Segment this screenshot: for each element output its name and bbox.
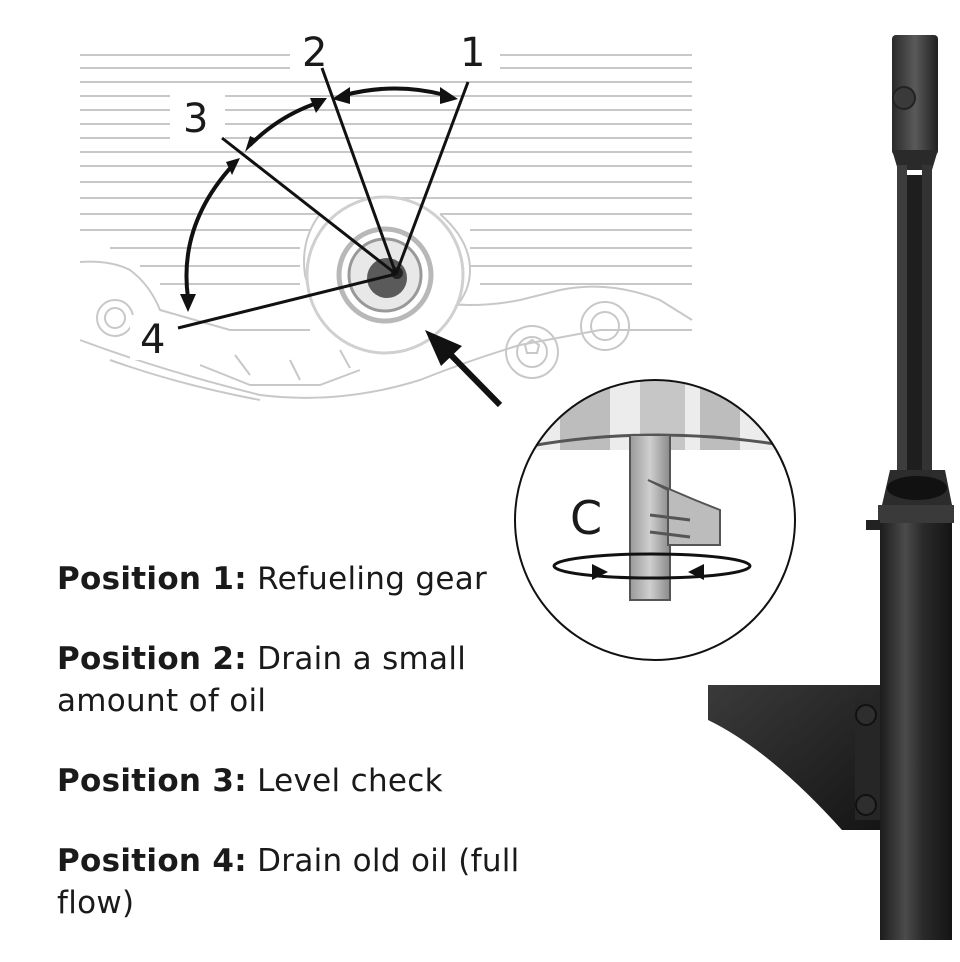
legend-position-3-text: Level check: [257, 763, 443, 799]
legend-position-3: Position 3: Level check: [57, 760, 577, 802]
legend-position-4: Position 4: Drain old oil (full flow): [57, 840, 577, 924]
legend-position-2-label: Position 2:: [57, 641, 247, 677]
marker-2: 2: [302, 30, 327, 76]
detail-label-c: C: [570, 491, 602, 545]
legend-position-1-label: Position 1:: [57, 561, 247, 597]
position-legend: Position 1: Refueling gear Position 2: D…: [57, 558, 577, 962]
position-3-line: [221, 136, 397, 276]
arc-arrowheads: [180, 87, 458, 312]
position-2-line: [320, 67, 398, 275]
legend-position-2: Position 2: Drain a small amount of oil: [57, 638, 577, 722]
legend-position-2-text: Drain a small amount of oil: [57, 641, 467, 719]
legend-position-4-text: Drain old oil (full flow): [57, 843, 520, 921]
legend-position-1-text: Refueling gear: [257, 561, 488, 597]
position-1-line: [394, 81, 470, 275]
legend-position-4-label: Position 4:: [57, 843, 247, 879]
pointer-arrow: [425, 330, 503, 408]
position-lines: [177, 67, 470, 330]
drain-tool: [708, 35, 954, 940]
legend-position-1: Position 1: Refueling gear: [57, 558, 577, 600]
position-4-line: [177, 272, 397, 330]
drain-plug: [305, 195, 465, 355]
marker-1: 1: [460, 30, 485, 76]
legend-position-3-label: Position 3:: [57, 763, 247, 799]
marker-4: 4: [140, 317, 165, 363]
marker-3: 3: [183, 96, 208, 142]
